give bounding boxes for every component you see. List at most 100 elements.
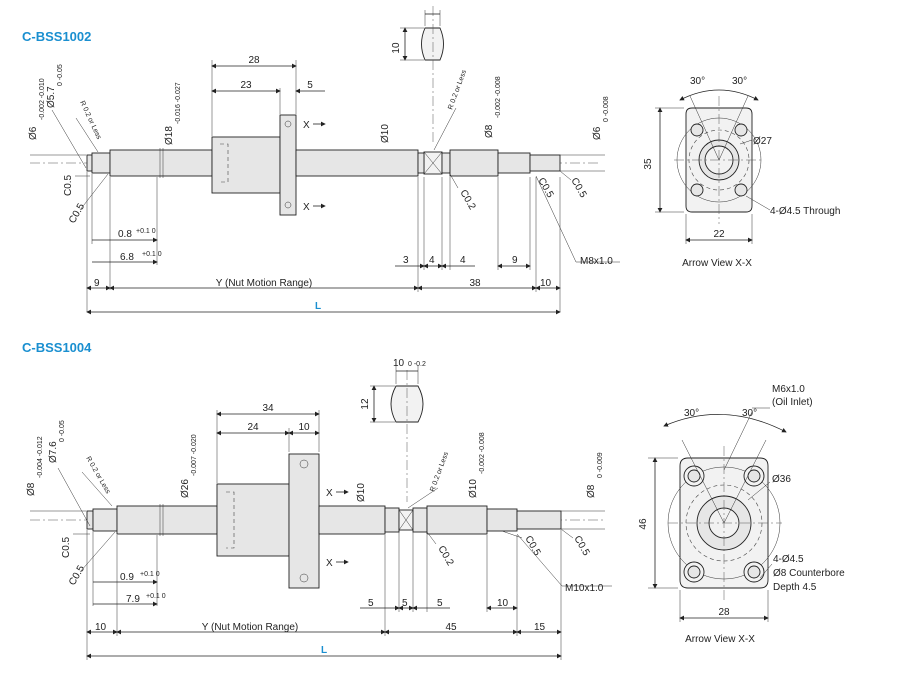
screw-dia-1004: Ø10 [356,483,367,502]
groove-b-1002: 6.8 [120,252,134,263]
flat-section-1002: 10 [391,6,444,145]
journal-tol-1004: 0 -0.05 [59,420,66,442]
holes-1004: 4-Ø4.5 [773,554,804,565]
oil-inlet-thread: M6x1.0 [772,384,805,395]
chamfer-end-1002: C0.5 [568,176,588,200]
end-dia-1002: Ø6 [592,126,603,140]
depth-1004: Depth 4.5 [773,582,817,593]
dim-4b-1002: 4 [460,255,466,266]
shaft-dia-1004: Ø8 [26,482,37,496]
title-bss1002: C-BSS1002 [22,29,91,44]
angle-b-1004: 30° [742,408,757,419]
dim-23: 23 [240,80,252,91]
groove-b-1004: 7.9 [126,594,140,605]
counterbore-1004: Ø8 Counterbore [773,568,845,579]
dim-5: 5 [307,80,313,91]
groove-a-tol-1002: +0.1 0 [136,228,156,235]
dim-38-1002: 38 [469,278,481,289]
bearing-tol-1002: -0.002 -0.008 [495,76,502,118]
height-1002: 35 [643,158,654,170]
groove-b-tol-1004: +0.1 0 [146,593,166,600]
chamfer-end-1004: C0.5 [571,534,591,558]
nut-tol-1002: -0.016 -0.027 [175,82,182,124]
dim-5a-1004: 5 [368,598,374,609]
chamfer-c02-1004: C0.2 [435,544,455,568]
width-1004: 28 [718,607,730,618]
pcd-1004: Ø36 [772,474,791,485]
oil-inlet-label: (Oil Inlet) [772,397,813,408]
groove-a-tol-1004: +0.1 0 [140,571,160,578]
dim-28: 28 [248,55,260,66]
flat-tol-1004: 0 -0.2 [408,361,426,368]
journal-tol-1002: 0 -0.05 [57,64,64,86]
dim-3-1002: 3 [403,255,409,266]
title-bss1004: C-BSS1004 [22,340,92,355]
total-length-1002: L [315,301,321,312]
chamfer-left2-1002: C0.5 [67,201,87,225]
screw-dia-1002: Ø10 [380,124,391,143]
flat-section-1004: 12 10 0 -0.2 [360,358,426,502]
shaft-tol-1002: -0.002 -0.010 [39,78,46,120]
dim-45-1004: 45 [445,622,457,633]
dim-24: 24 [247,422,259,433]
fillet-left-1002: R 0.2 or Less [78,100,102,141]
groove-a-1002: 0.8 [118,229,132,240]
y-range-1002: Y (Nut Motion Range) [216,278,313,289]
holes-1002: 4-Ø4.5 Through [770,206,840,217]
dim-9r-1002: 9 [512,255,518,266]
flat-width-1004: 10 [393,358,405,369]
dim-10-1002: 10 [540,278,552,289]
dim-5c-1004: 5 [437,598,443,609]
chamfer-left-1004: C0.5 [61,536,72,558]
bearing-tol-1004: -0.002 -0.008 [479,432,486,474]
fillet-left-1004: R 0.2 or Less [84,456,111,496]
nut-dia-1002: Ø18 [164,126,175,145]
section-x-bottom-1002: X [303,202,310,213]
flange-view-1002 [674,89,764,224]
nut-tol-1004: -0.007 -0.020 [191,434,198,476]
dim-10r-1004: 10 [497,598,509,609]
end-dia-1004: Ø8 [586,484,597,498]
chamfer-left-1002: C0.5 [63,174,74,196]
journal-dia-1002: Ø5.7 [46,86,57,108]
screw-shaft-1002 [30,114,600,216]
height-1004: 46 [638,518,649,530]
dim-5b-1004: 5 [402,598,408,609]
bearing-dia-1002: Ø8 [484,124,495,138]
journal-dia-1004: Ø7.6 [48,441,59,463]
screw-shaft-1004 [30,453,605,589]
groove-a-1004: 0.9 [120,572,134,583]
dim-10l-1004: 10 [95,622,107,633]
flat-width-1002: 10 [391,42,402,54]
fillet-right-1004: R 0.2 or Less [429,451,450,493]
flange-view-1004 [663,411,787,600]
dim-10-top: 10 [298,422,310,433]
chamfer-mid-1004: C0.5 [522,534,542,558]
thread-1002: M8x1.0 [580,256,613,267]
arrow-view-1004: Arrow View X-X [685,634,755,645]
shaft-tol-1004: -0.004 -0.012 [37,436,44,478]
arrow-view-1002: Arrow View X-X [682,258,752,269]
bearing-dia-1004: Ø10 [468,479,479,498]
shaft-dia-1002: Ø6 [28,126,39,140]
dim-9l-1002: 9 [94,278,100,289]
dim-34: 34 [262,403,274,414]
width-1002: 22 [713,229,725,240]
angle-a-1002: 30° [690,76,705,87]
angle-a-1004: 30° [684,408,699,419]
total-length-1004: L [321,645,327,656]
fillet-right-1002: R 0.2 or Less [447,69,468,111]
section-x-top-1002: X [303,120,310,131]
chamfer-c02-1002: C0.2 [457,188,477,212]
flat-height-1004: 12 [360,398,371,410]
dim-4a-1002: 4 [429,255,435,266]
y-range-1004: Y (Nut Motion Range) [202,622,299,633]
section-x-top-1004: X [326,488,333,499]
groove-b-tol-1002: +0.1 0 [142,251,162,258]
angle-b-1002: 30° [732,76,747,87]
end-tol-1004: 0 -0.009 [597,452,604,478]
end-tol-1002: 0 -0.008 [603,96,610,122]
pcd-1002: Ø27 [753,136,772,147]
